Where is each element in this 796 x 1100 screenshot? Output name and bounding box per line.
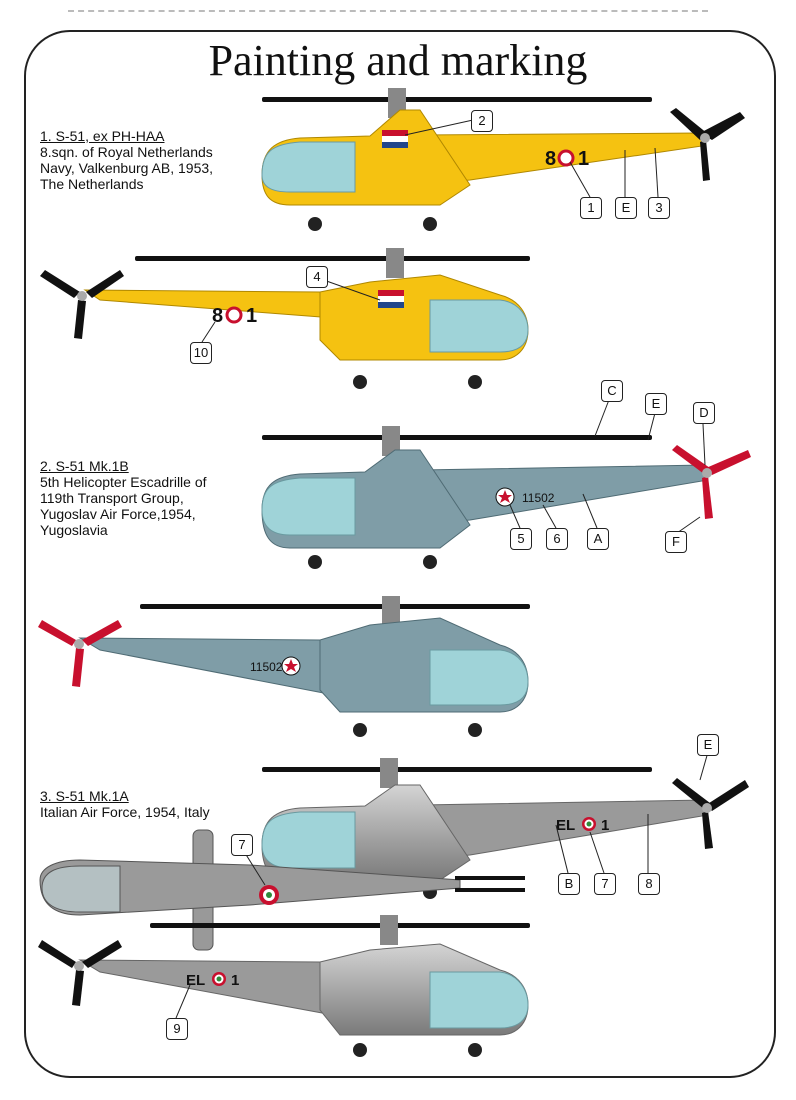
variant-2-heading: 2. S-51 Mk.1B	[40, 458, 129, 474]
page-title: Painting and marking	[208, 36, 588, 85]
top-dashed-line	[68, 10, 708, 14]
variant-2-line-2: 119th Transport Group,	[40, 490, 184, 506]
variant-1-caption: 1. S-51, ex PH-HAA 8.sqn. of Royal Nethe…	[40, 128, 213, 192]
svg-text:1: 1	[578, 148, 589, 170]
callout-4: 4	[306, 266, 328, 288]
callout-8: 8	[638, 873, 660, 895]
variant-3-side-left: EL 1	[38, 915, 530, 1057]
svg-text:11502: 11502	[250, 660, 283, 674]
variant-2-side-left: 11502	[38, 596, 530, 737]
callout-a: A	[587, 528, 609, 550]
callout-d: D	[693, 402, 715, 424]
svg-text:11502: 11502	[522, 491, 555, 505]
callout-c: C	[601, 380, 623, 402]
variant-3-heading: 3. S-51 Mk.1A	[40, 788, 129, 804]
callout-5: 5	[510, 528, 532, 550]
variant-2-line-4: Yugoslavia	[40, 522, 108, 538]
callout-f: F	[665, 531, 687, 553]
callout-6: 6	[546, 528, 568, 550]
svg-text:EL: EL	[556, 817, 575, 834]
variant-2-caption: 2. S-51 Mk.1B 5th Helicopter Escadrille …	[40, 458, 207, 538]
variant-3-caption: 3. S-51 Mk.1A Italian Air Force, 1954, I…	[40, 788, 210, 820]
callout-2: 2	[471, 110, 493, 132]
callout-9: 9	[166, 1018, 188, 1040]
variant-3-line-1: Italian Air Force, 1954, Italy	[40, 804, 210, 820]
variant-2-line-3: Yugoslav Air Force,1954,	[40, 506, 196, 522]
callout-7: 7	[231, 834, 253, 856]
callout-b: B	[558, 873, 580, 895]
callout-7: 7	[594, 873, 616, 895]
callout-e: E	[615, 197, 637, 219]
variant-1-line-2: Navy, Valkenburg AB, 1953,	[40, 160, 214, 176]
svg-text:8: 8	[545, 148, 556, 170]
variant-1-side-left: 8 1	[40, 248, 530, 389]
callout-leader-lines	[175, 119, 709, 1019]
svg-text:1: 1	[601, 817, 609, 834]
callout-3: 3	[648, 197, 670, 219]
callout-e: E	[645, 393, 667, 415]
callout-1: 1	[580, 197, 602, 219]
variant-3-top-view	[39, 829, 525, 951]
svg-text:8: 8	[212, 305, 223, 327]
variant-1-heading: 1. S-51, ex PH-HAA	[40, 128, 165, 144]
variant-1-side-right: 8 1	[261, 88, 745, 231]
callout-10: 10	[190, 342, 212, 364]
svg-text:1: 1	[246, 305, 257, 327]
variant-2-line-1: 5th Helicopter Escadrille of	[40, 474, 207, 490]
svg-text:EL: EL	[186, 972, 205, 989]
variant-1-line-3: The Netherlands	[40, 176, 144, 192]
variant-1-line-1: 8.sqn. of Royal Netherlands	[40, 144, 213, 160]
callout-e: E	[697, 734, 719, 756]
svg-text:1: 1	[231, 972, 239, 989]
variant-2-side-right: 11502	[261, 426, 751, 569]
